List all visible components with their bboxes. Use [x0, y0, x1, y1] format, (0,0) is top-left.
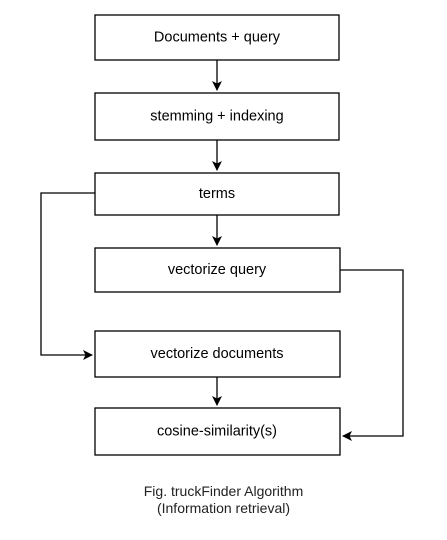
edges	[40, 60, 404, 441]
node-label: cosine-similarity(s)	[157, 424, 277, 440]
edge-vectorize-query-to-cosine	[340, 269, 404, 441]
node-label: terms	[199, 186, 235, 202]
node-documents-query: Documents + query	[94, 14, 340, 61]
edge-terms-to-vectorize-documents	[40, 192, 95, 360]
caption-line-2: (Information retrieval)	[156, 500, 291, 516]
node-stemming-indexing: stemming + indexing	[94, 92, 340, 141]
node-cosine-similarity: cosine-similarity(s)	[94, 407, 341, 456]
node-terms: terms	[94, 172, 340, 216]
node-vectorize-query: vectorize query	[94, 247, 341, 293]
node-vectorize-documents: vectorize documents	[94, 330, 341, 378]
node-label: vectorize documents	[151, 346, 284, 362]
node-label: stemming + indexing	[150, 109, 283, 125]
figure-caption: Fig. truckFinder Algorithm (Information …	[0, 483, 447, 517]
node-label: vectorize query	[168, 262, 267, 278]
node-label: Documents + query	[154, 30, 281, 46]
caption-line-1: Fig. truckFinder Algorithm	[143, 483, 304, 499]
